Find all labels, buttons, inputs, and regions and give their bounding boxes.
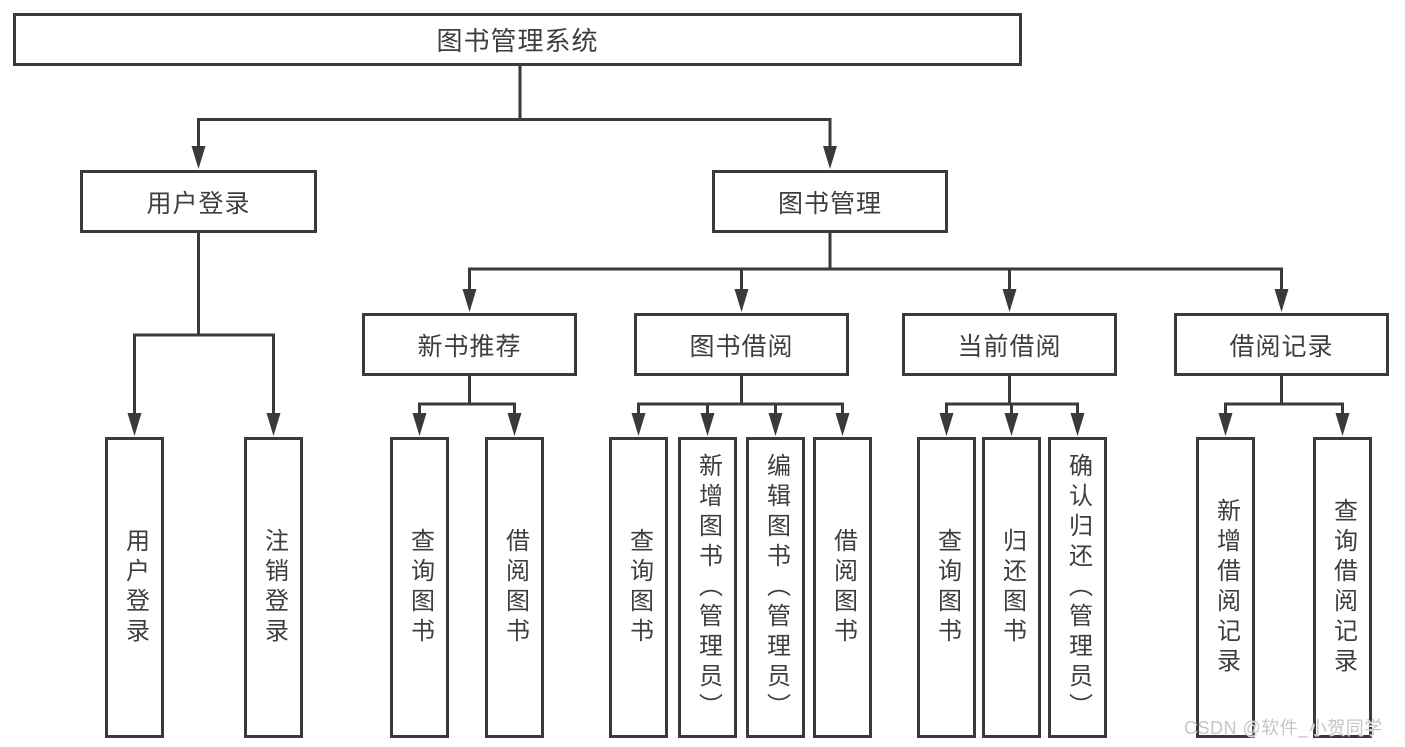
arrowhead — [1004, 413, 1019, 436]
arrowhead — [1335, 413, 1350, 436]
leaf-query-books-current: 查询图书 — [917, 437, 976, 738]
leaf-add-borrow-record: 新增借阅记录 — [1196, 437, 1255, 738]
leaf-borrow-books: 借阅图书 — [813, 437, 872, 738]
arrowhead — [734, 289, 749, 312]
arrowhead — [1218, 413, 1233, 436]
arrowhead — [1274, 289, 1289, 312]
arrowhead — [768, 413, 783, 436]
leaf-query-borrow-record-label: 查询借阅记录 — [1329, 497, 1357, 678]
arrowhead — [127, 413, 142, 436]
leaf-add-borrow-record-label: 新增借阅记录 — [1212, 497, 1240, 678]
leaf-confirm-return-admin-label: 确认归还（管理员） — [1064, 452, 1092, 723]
node-new-book-recommend-label: 新书推荐 — [417, 332, 522, 361]
node-book-borrow-label: 图书借阅 — [689, 332, 794, 361]
arrowhead — [266, 413, 281, 436]
node-borrow-records-label: 借阅记录 — [1229, 332, 1334, 361]
arrowhead — [1070, 413, 1085, 436]
node-book-management: 图书管理 — [712, 170, 948, 233]
leaf-query-books-recommend: 查询图书 — [390, 437, 449, 738]
arrowhead — [835, 413, 850, 436]
arrowhead — [191, 146, 206, 169]
arrowhead — [631, 413, 646, 436]
node-book-borrow: 图书借阅 — [634, 313, 849, 376]
leaf-borrow-books-recommend-label: 借阅图书 — [501, 527, 529, 648]
leaf-edit-book-admin-label: 编辑图书（管理员） — [762, 452, 790, 723]
leaf-query-borrow-record: 查询借阅记录 — [1313, 437, 1372, 738]
leaf-borrow-books-recommend: 借阅图书 — [485, 437, 544, 738]
leaf-return-books-label: 归还图书 — [998, 527, 1026, 648]
arrowhead — [507, 413, 522, 436]
arrowheads — [127, 146, 1350, 436]
leaf-query-books-borrow-label: 查询图书 — [625, 527, 653, 648]
node-book-management-label: 图书管理 — [777, 189, 882, 218]
node-user-login: 用户登录 — [80, 170, 317, 233]
arrowhead — [412, 413, 427, 436]
leaf-user-login: 用户登录 — [105, 437, 164, 738]
node-root: 图书管理系统 — [13, 13, 1022, 66]
node-root-label: 图书管理系统 — [436, 26, 599, 56]
leaf-confirm-return-admin: 确认归还（管理员） — [1048, 437, 1107, 738]
watermark-text: CSDN @软件_小贺同学 — [1184, 718, 1383, 738]
leaf-user-login-label: 用户登录 — [121, 527, 149, 648]
arrowhead — [700, 413, 715, 436]
leaf-return-books: 归还图书 — [982, 437, 1041, 738]
arrowhead — [462, 289, 477, 312]
leaf-query-books-current-label: 查询图书 — [933, 527, 961, 648]
leaf-add-book-admin-label: 新增图书（管理员） — [694, 452, 722, 723]
leaf-edit-book-admin: 编辑图书（管理员） — [746, 437, 805, 738]
arrowhead — [823, 146, 837, 169]
leaf-logout-label: 注销登录 — [260, 527, 288, 648]
node-user-login-label: 用户登录 — [146, 189, 251, 218]
node-current-borrow-label: 当前借阅 — [957, 332, 1062, 361]
node-new-book-recommend: 新书推荐 — [362, 313, 577, 376]
leaf-query-books-recommend-label: 查询图书 — [406, 527, 434, 648]
leaf-borrow-books-label: 借阅图书 — [829, 527, 857, 648]
node-current-borrow: 当前借阅 — [902, 313, 1117, 376]
arrowhead — [939, 413, 954, 436]
leaf-query-books-borrow: 查询图书 — [609, 437, 668, 738]
leaf-logout: 注销登录 — [244, 437, 303, 738]
arrowhead — [1002, 289, 1017, 312]
node-borrow-records: 借阅记录 — [1174, 313, 1389, 376]
leaf-add-book-admin: 新增图书（管理员） — [678, 437, 737, 738]
